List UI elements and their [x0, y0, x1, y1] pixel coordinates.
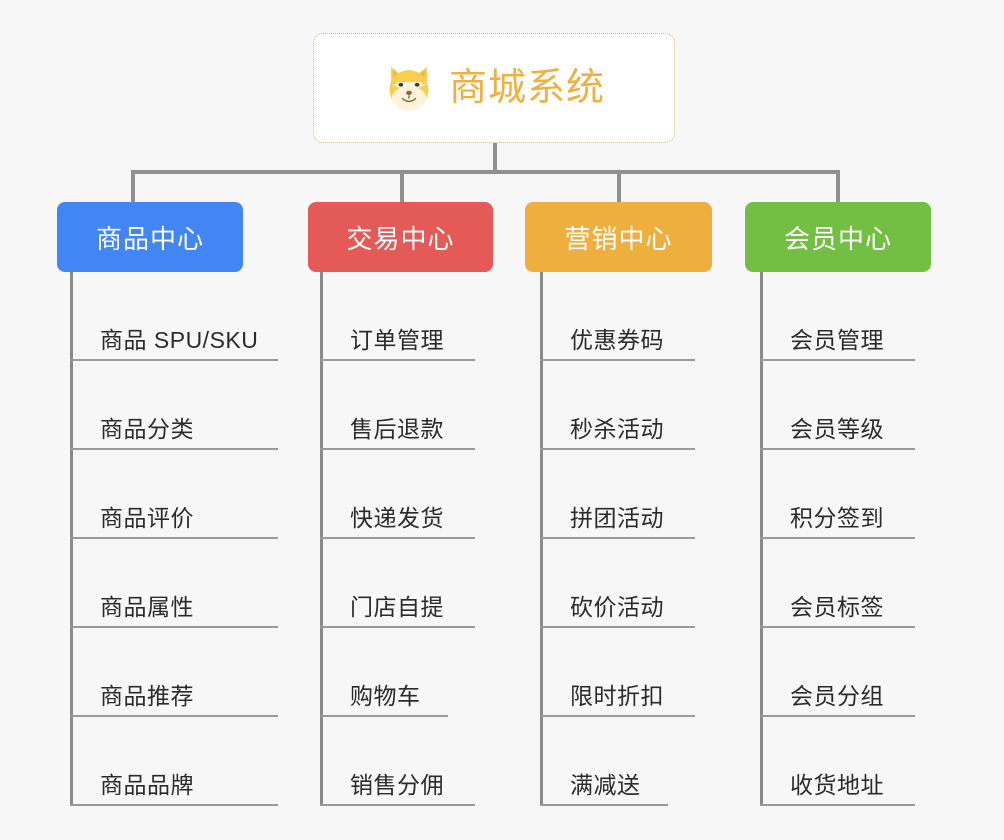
category-label: 商品中心 [95, 223, 204, 254]
leaf-label: 商品 SPU/SKU [100, 326, 259, 353]
connector-root-stem [493, 143, 497, 174]
leaf-item[interactable]: 商品评价 [70, 450, 278, 539]
leaf-item[interactable]: 购物车 [320, 628, 448, 717]
leaf-label: 商品评价 [100, 504, 194, 531]
connector-drop-4 [836, 170, 840, 202]
leaf-item[interactable]: 商品分类 [70, 361, 278, 450]
leaf-label: 会员分组 [790, 682, 884, 709]
leaf-label: 快递发货 [350, 504, 444, 531]
leaf-item[interactable]: 收货地址 [760, 717, 915, 806]
root-title: 商城系统 [448, 67, 605, 109]
connector-drop-3 [617, 170, 621, 202]
leaf-label: 会员标签 [790, 593, 884, 620]
leaf-label: 收货地址 [790, 771, 884, 798]
leaf-item[interactable]: 售后退款 [320, 361, 475, 450]
leaf-item[interactable]: 快递发货 [320, 450, 475, 539]
leaf-label: 会员管理 [790, 326, 884, 353]
leaf-item[interactable]: 砍价活动 [540, 539, 695, 628]
leaf-label: 售后退款 [350, 415, 444, 442]
shiba-dog-face-icon [389, 66, 429, 111]
category-label: 营销中心 [564, 223, 673, 254]
leaf-column-3: 优惠券码 秒杀活动 拼团活动 砍价活动 限时折扣 满减送 [540, 272, 720, 806]
leaf-label: 商品品牌 [100, 771, 194, 798]
category-box-营销中心[interactable]: 营销中心 [525, 202, 712, 272]
leaf-item[interactable]: 商品品牌 [70, 717, 278, 806]
leaf-label: 订单管理 [350, 326, 444, 353]
leaf-item[interactable]: 商品属性 [70, 539, 278, 628]
category-box-商品中心[interactable]: 商品中心 [57, 202, 243, 272]
leaf-item[interactable]: 限时折扣 [540, 628, 695, 717]
leaf-item[interactable]: 秒杀活动 [540, 361, 695, 450]
column-trunk-line [320, 272, 323, 806]
leaf-item[interactable]: 积分签到 [760, 450, 915, 539]
category-label: 交易中心 [346, 223, 455, 254]
leaf-label: 满减送 [570, 771, 641, 798]
leaf-label: 限时折扣 [570, 682, 664, 709]
leaf-item[interactable]: 拼团活动 [540, 450, 695, 539]
leaf-column-2: 订单管理 售后退款 快递发货 门店自提 购物车 销售分佣 [320, 272, 500, 806]
leaf-column-4: 会员管理 会员等级 积分签到 会员标签 会员分组 收货地址 [760, 272, 940, 806]
column-trunk-line [540, 272, 543, 806]
leaf-label: 门店自提 [350, 593, 444, 620]
leaf-label: 商品属性 [100, 593, 194, 620]
connector-horizontal-bus [131, 170, 840, 174]
leaf-item[interactable]: 会员标签 [760, 539, 915, 628]
leaf-label: 会员等级 [790, 415, 884, 442]
leaf-label: 砍价活动 [570, 593, 664, 620]
leaf-item[interactable]: 会员分组 [760, 628, 915, 717]
leaf-label: 拼团活动 [570, 504, 664, 531]
leaf-label: 商品推荐 [100, 682, 194, 709]
leaf-item[interactable]: 会员管理 [760, 272, 915, 361]
leaf-item[interactable]: 订单管理 [320, 272, 475, 361]
leaf-label: 秒杀活动 [570, 415, 664, 442]
leaf-label: 销售分佣 [350, 771, 444, 798]
leaf-item[interactable]: 满减送 [540, 717, 668, 806]
connector-drop-2 [400, 170, 404, 202]
column-trunk-line [70, 272, 73, 806]
leaf-label: 购物车 [350, 682, 421, 709]
root-node[interactable]: 商城系统 [313, 33, 675, 143]
column-trunk-line [760, 272, 763, 806]
leaf-label: 积分签到 [790, 504, 884, 531]
category-box-会员中心[interactable]: 会员中心 [745, 202, 931, 272]
connector-drop-1 [131, 170, 135, 202]
leaf-item[interactable]: 销售分佣 [320, 717, 475, 806]
leaf-item[interactable]: 商品 SPU/SKU [70, 272, 278, 361]
leaf-label: 商品分类 [100, 415, 194, 442]
leaf-item[interactable]: 优惠券码 [540, 272, 695, 361]
leaf-item[interactable]: 门店自提 [320, 539, 475, 628]
category-label: 会员中心 [783, 223, 892, 254]
leaf-item[interactable]: 会员等级 [760, 361, 915, 450]
leaf-item[interactable]: 商品推荐 [70, 628, 278, 717]
category-box-交易中心[interactable]: 交易中心 [308, 202, 493, 272]
leaf-label: 优惠券码 [570, 326, 664, 353]
leaf-column-1: 商品 SPU/SKU 商品分类 商品评价 商品属性 商品推荐 商品品牌 [70, 272, 285, 806]
